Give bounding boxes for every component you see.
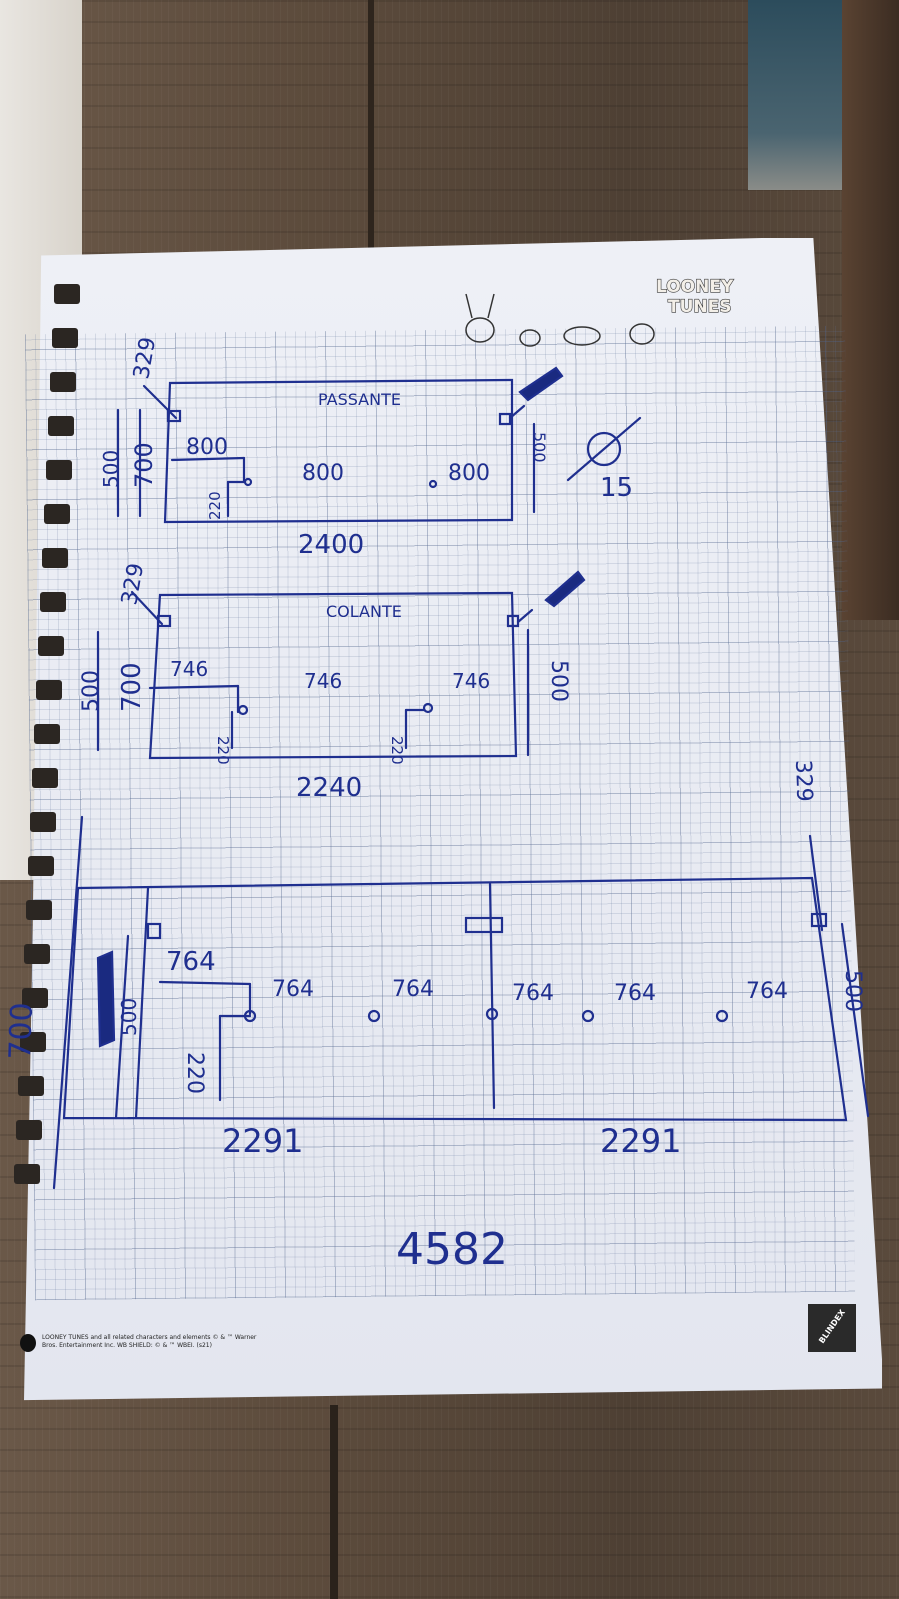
passante-height-329: 329 [129,335,161,381]
passante-right-500: 500 [530,432,549,463]
frame-grand-total: 4582 [396,1224,508,1275]
drawing-large-frame [52,815,870,1190]
frame-width-764-6: 764 [746,979,788,1004]
frame-height-700: 700 [3,1002,40,1060]
passante-width-800-mid: 800 [302,461,344,486]
colante-height-700: 700 [117,662,147,712]
logo-text: LOONEY [656,277,734,297]
frame-total-left: 2291 [222,1122,303,1160]
colante-title: COLANTE [326,602,402,621]
looney-tunes-logo: LOONEY TUNES [655,276,734,317]
cartoon-characters-icon [465,293,655,347]
frame-width-764-2: 764 [272,977,314,1002]
frame-height-500-right: 500 [840,970,865,1012]
svg-text:TUNES: TUNES [668,297,731,317]
copyright-notice: LOONEY TUNES and all related characters … [20,1332,320,1360]
spiral-binding-holes [2,276,80,1256]
colante-right-500: 500 [546,660,571,702]
colante-height-329: 329 [117,561,149,607]
passante-diameter: 15 [600,473,633,503]
passante-height-700: 700 [130,442,158,488]
passante-height-500: 500 [99,450,123,488]
frame-width-764-3: 764 [392,977,434,1002]
frame-height-500-left: 500 [117,998,141,1036]
colante-handle-220-left: 220 [214,736,232,765]
colante-width-746-right: 746 [452,669,490,693]
copyright-text: LOONEY TUNES and all related characters … [42,1334,257,1349]
blindex-stamp: BLINDEX [808,1304,856,1352]
drawing-passante [116,366,642,524]
drawing-colante [96,570,586,760]
passante-handle-220: 220 [206,491,224,520]
plank-gap-lower [330,1405,338,1599]
frame-height-329: 329 [790,759,816,802]
colante-width-746-mid: 746 [304,669,342,693]
passante-width-800-left: 800 [186,435,228,460]
frame-handle-220: 220 [182,1052,207,1094]
passante-title: PASSANTE [318,390,401,409]
passante-width-800-right: 800 [448,461,490,486]
notebook-sheet [24,238,882,1401]
colante-handle-220-mid: 220 [388,736,406,765]
colante-height-500: 500 [79,670,104,712]
blindex-text: BLINDEX [817,1307,847,1346]
wb-shield-icon [20,1334,36,1352]
frame-width-764-5: 764 [614,981,656,1006]
frame-total-right: 2291 [600,1122,681,1160]
frame-width-764-4: 764 [512,981,554,1006]
plank-gap [368,0,374,262]
passante-total: 2400 [298,530,364,560]
wooden-post [842,0,899,620]
colante-total: 2240 [296,773,362,803]
colante-width-746-left: 746 [170,657,208,681]
frame-width-764-1: 764 [166,947,216,977]
